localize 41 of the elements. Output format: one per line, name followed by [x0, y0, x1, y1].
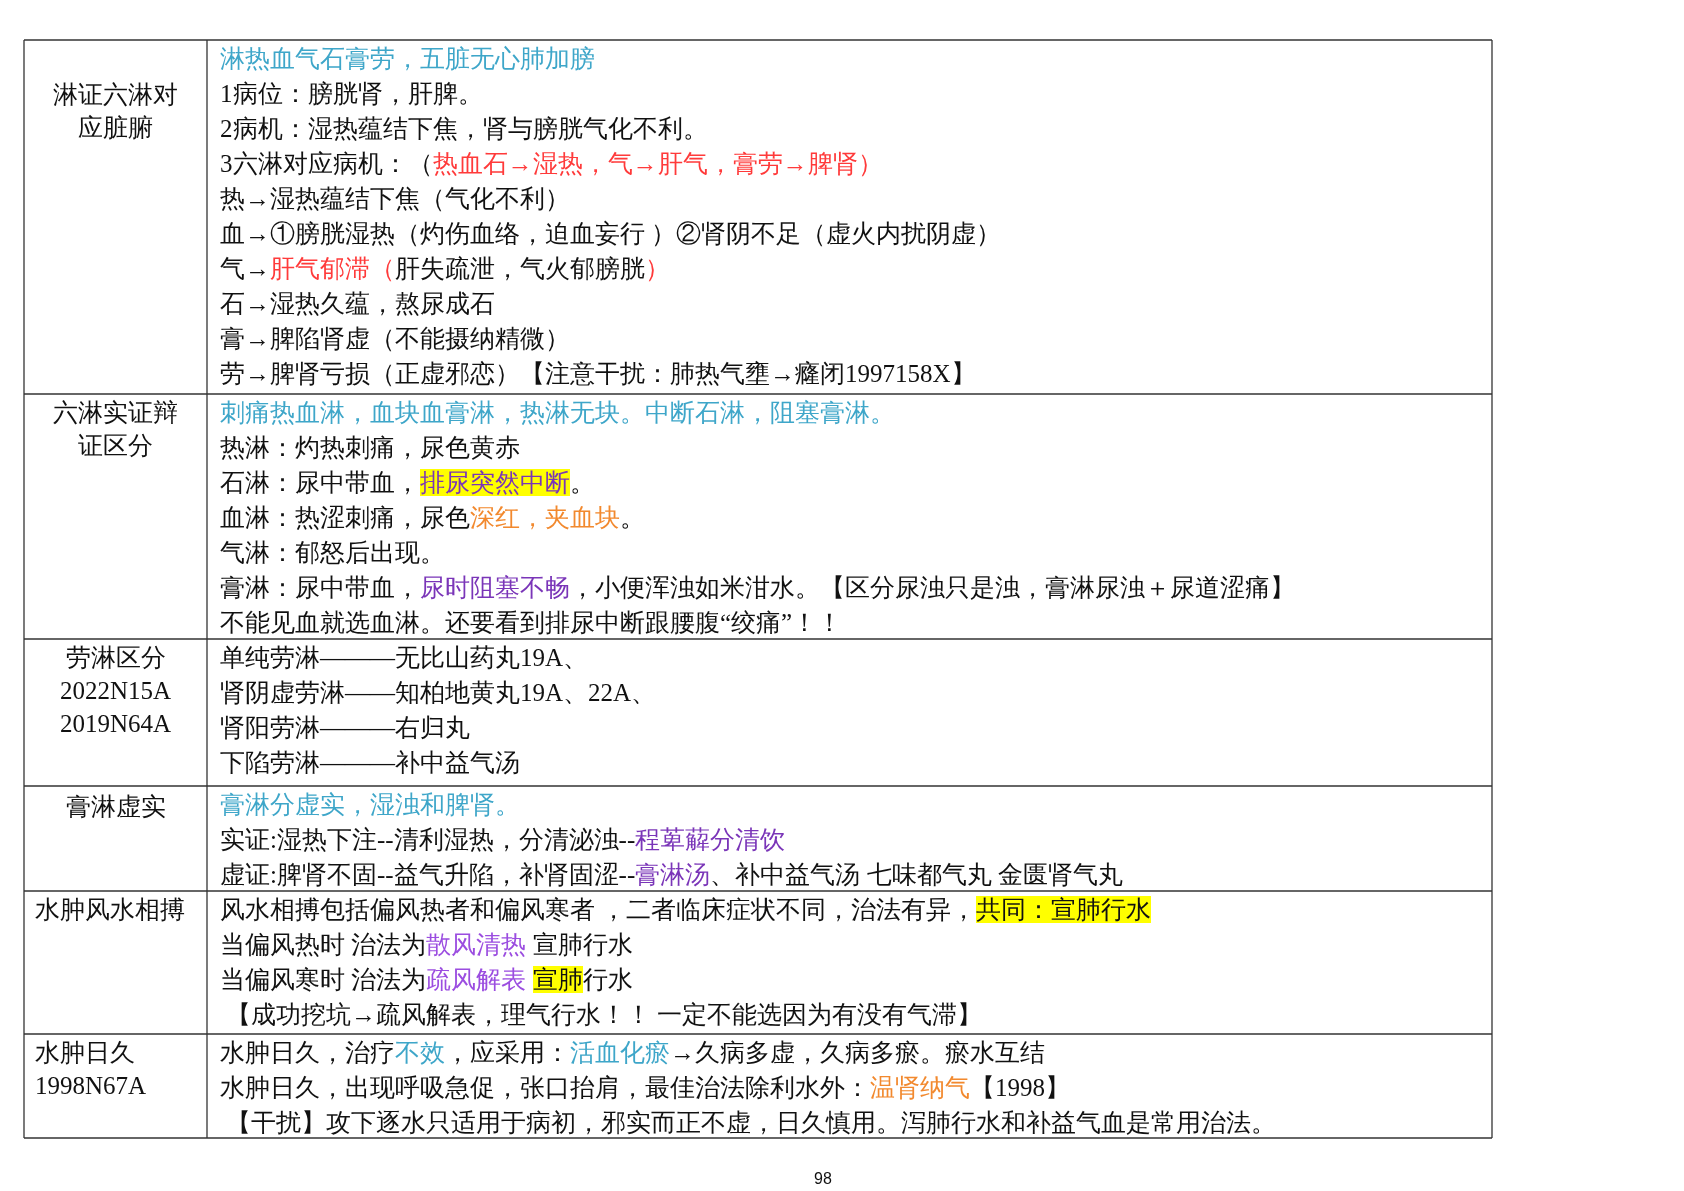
- cell-text-line: 气→肝气郁滞（肝失疏泄，气火郁膀胱）: [220, 254, 670, 284]
- row-heading: 淋证六淋对应脏腑: [52, 80, 179, 143]
- cell-text-line: 水肿日久，出现呼吸急促，张口抬肩，最佳治法除利水外：温肾纳气【1998】: [220, 1073, 1070, 1103]
- cell-text-line: 当偏风热时 治法为散风清热 宣肺行水: [220, 930, 633, 960]
- cell-text-line: 热→湿热蕴结下焦（气化不利）: [220, 184, 570, 214]
- cell-text-line: 水肿日久，治疗不效，应采用：活血化瘀→久病多虚，久病多瘀。瘀水互结: [220, 1038, 1045, 1068]
- cell-text-line: 3六淋对应病机：（热血石→湿热，气→肝气，膏劳→脾肾）: [220, 149, 883, 179]
- cell-text-line: 风水相搏包括偏风热者和偏风寒者 ，二者临床症状不同，治法有异，共同：宣肺行水: [220, 895, 1152, 925]
- cell-text-line: 下陷劳淋———补中益气汤: [220, 748, 520, 778]
- row-heading: 劳淋区分: [64, 643, 167, 673]
- row-heading: 2022N15A: [58, 676, 173, 706]
- cell-text-line: 肾阴虚劳淋——知柏地黄丸19A、22A、: [220, 678, 657, 708]
- cell-text-line: 不能见血就选血淋。还要看到排尿中断跟腰腹“绞痛”！！: [220, 608, 843, 638]
- row-heading: 六淋实证辩证区分: [52, 398, 179, 461]
- cell-text-line: 当偏风寒时 治法为疏风解表 宣肺行水: [220, 965, 633, 995]
- cell-text-line: 【干扰】攻下逐水只适用于病初，邪实而正不虚，日久慎用。泻肺行水和补益气血是常用治法。: [226, 1108, 1276, 1138]
- cell-text-line: 血→①膀胱湿热（灼伤血络，迫血妄行 ）②肾阴不足（虚火内扰阴虚）: [220, 219, 1002, 249]
- page-number: 98: [814, 1170, 832, 1188]
- cell-text-line: 虚证:脾肾不固--益气升陷，补肾固涩--膏淋汤、补中益气汤 七味都气丸 金匮肾气丸: [220, 860, 1123, 890]
- cell-text-line: 热淋：灼热刺痛，尿色黄赤: [220, 433, 520, 463]
- cell-text-line: 血淋：热涩刺痛，尿色深红，夹血块。: [220, 503, 645, 533]
- row-heading: 1998N67A: [35, 1071, 147, 1101]
- cell-text-line: 1病位：膀胱肾，肝脾。: [220, 79, 483, 109]
- row-heading: 2019N64A: [58, 709, 173, 739]
- cell-text-line: 膏淋：尿中带血，尿时阻塞不畅，小便浑浊如米泔水。【区分尿浊只是浊，膏淋尿浊＋尿道涩痛】: [220, 573, 1295, 603]
- cell-text-line: 实证:湿热下注--清利湿热，分清泌浊--程萆薢分清饮: [220, 825, 786, 855]
- cell-text-line: 单纯劳淋———无比山药丸19A、: [220, 643, 589, 673]
- cell-text-line: 肾阳劳淋———右归丸: [220, 713, 470, 743]
- row-heading: 水肿日久: [35, 1038, 135, 1068]
- cell-text-line: 2病机：湿热蕴结下焦，肾与膀胱气化不利。: [220, 114, 708, 144]
- row-heading: 水肿风水相搏: [35, 895, 185, 925]
- cell-text-line: 石淋：尿中带血，排尿突然中断。: [220, 468, 595, 498]
- row-heading: 膏淋虚实: [64, 792, 167, 822]
- cell-text-line: 刺痛热血淋，血块血膏淋，热淋无块。中断石淋，阻塞膏淋。: [220, 398, 895, 428]
- cell-text-line: 膏→脾陷肾虚（不能摄纳精微）: [220, 324, 570, 354]
- cell-text-line: 气淋：郁怒后出现。: [220, 538, 445, 568]
- cell-text-line: 劳→脾肾亏损（正虚邪恋）【注意干扰：肺热气壅→癃闭1997158X】: [220, 359, 976, 389]
- cell-text-line: 淋热血气石膏劳，五脏无心肺加膀: [220, 44, 595, 74]
- cell-text-line: 膏淋分虚实，湿浊和脾肾。: [220, 790, 520, 820]
- cell-text-line: 【成功挖坑→疏风解表，理气行水！！ 一定不能选因为有没有气滞】: [226, 1000, 983, 1030]
- cell-text-line: 石→湿热久蕴，熬尿成石: [220, 289, 495, 319]
